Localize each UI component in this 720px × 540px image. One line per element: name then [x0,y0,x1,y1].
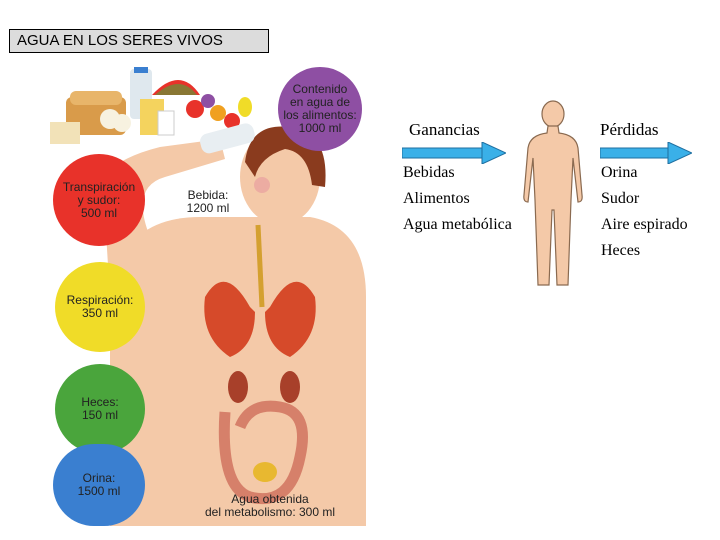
respiration-circle: Respiración: 350 ml [55,262,145,352]
list-item: Sudor [601,190,640,207]
drink-label: Bebida: 1200 ml [186,188,230,215]
food-group-icon [50,67,252,144]
sweat-circle: Transpiración y sudor: 500 ml [53,154,145,246]
feces-circle: Heces: 150 ml [55,364,145,454]
human-silhouette-icon [523,100,583,286]
list-item: Orina [601,164,638,181]
food-water-circle: Contenido en agua de los alimentos: 1000… [278,67,362,151]
losses-header: Pérdidas [600,120,659,139]
gains-header: Ganancias [409,120,480,139]
list-item: Alimentos [403,190,470,207]
losses-list: Orina Sudor Aire espirado Heces [601,160,688,264]
list-item: Heces [601,242,641,259]
gains-list: Bebidas Alimentos Agua metabólica [403,160,512,238]
gains-arrow-icon [402,142,506,164]
list-item: Aire espirado [601,216,688,233]
human-torso-icon [99,123,366,526]
urine-circle: Orina: 1500 ml [53,444,145,526]
slide-title: AGUA EN LOS SERES VIVOS [9,29,269,53]
list-item: Bebidas [403,164,455,181]
losses-arrow-icon [600,142,692,164]
water-balance-illustration: Contenido en agua de los alimentos: 1000… [50,67,366,526]
list-item: Agua metabólica [403,216,512,233]
metabolism-label: Agua obtenida del metabolismo: 300 ml [204,492,336,519]
body-illustration-svg [50,67,366,526]
